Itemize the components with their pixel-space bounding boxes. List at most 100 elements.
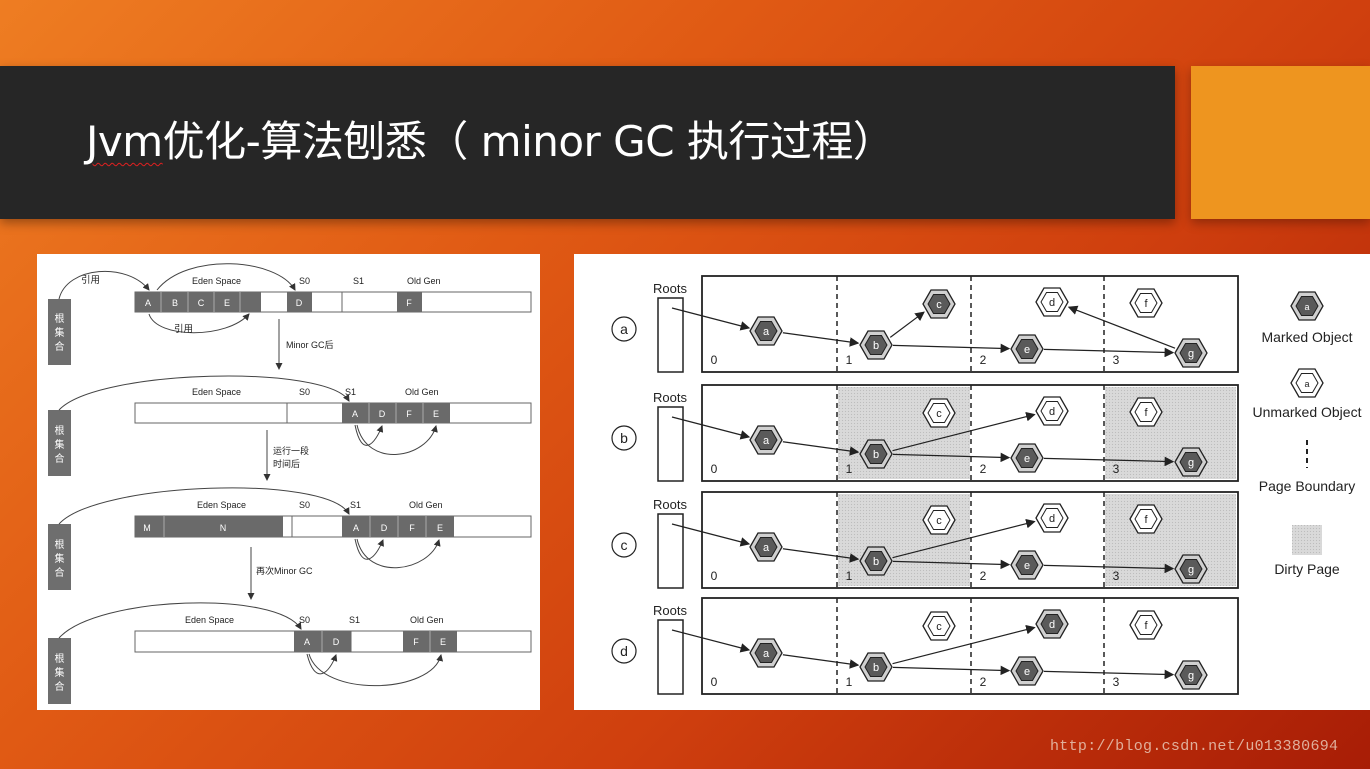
cell: D [379, 409, 386, 419]
page-number: 1 [846, 353, 853, 367]
ref-arrow [354, 424, 384, 446]
eden-label: Eden Space [185, 615, 234, 625]
row-label-circle [611, 638, 637, 664]
node-label: c [936, 408, 942, 420]
edge [671, 416, 751, 440]
roots-box [657, 513, 684, 589]
root-set-box-1 [48, 299, 71, 365]
root-label-char: 根 [55, 312, 65, 325]
root-label-char: 集 [55, 552, 65, 565]
cell: A [145, 298, 151, 308]
edge [892, 518, 1036, 559]
cell: E [224, 298, 230, 308]
edge [782, 548, 860, 563]
ref-arrow [306, 653, 338, 675]
edge [1043, 347, 1175, 358]
page-number: 2 [980, 675, 987, 689]
edge [782, 654, 860, 669]
page-number: 0 [711, 675, 718, 689]
cell: A [352, 409, 358, 419]
dirty-page-1 [838, 387, 970, 479]
node-label: f [1144, 620, 1148, 632]
node-label: f [1144, 298, 1148, 310]
heap-box [701, 597, 1239, 695]
root-label-char: 根 [55, 652, 65, 665]
dirty-page-1 [838, 494, 970, 586]
page-number: 0 [711, 353, 718, 367]
row-label: c [621, 537, 628, 553]
node-label: d [1049, 406, 1055, 418]
node-label: a [763, 435, 770, 447]
cell: F [409, 523, 415, 533]
page-number: 3 [1113, 675, 1120, 689]
legend-boundary-label: Page Boundary [1259, 478, 1356, 494]
row-label-circle [611, 425, 637, 451]
page-number: 1 [846, 569, 853, 583]
row-label: b [620, 430, 628, 446]
cell: F [406, 409, 412, 419]
node-label: c [936, 515, 942, 527]
cell: A [304, 637, 310, 647]
roots-box [657, 297, 684, 373]
node-label: g [1188, 564, 1194, 576]
accent-box [1191, 66, 1370, 219]
row-label-circle [611, 532, 637, 558]
cell: F [413, 637, 419, 647]
root-set-box-2 [48, 410, 71, 476]
transition-label: 再次Minor GC [256, 565, 313, 576]
edge [671, 629, 751, 653]
old-cell-f [397, 292, 422, 312]
legend-marked-label: Marked Object [1261, 329, 1352, 345]
title-rest: 优化-算法刨悉（ minor GC 执行过程） [162, 117, 895, 166]
old-gen-label: Old Gen [407, 276, 441, 286]
ref-label: 引用 [174, 324, 193, 335]
eden-label: Eden Space [197, 500, 246, 510]
cell: E [437, 523, 443, 533]
row-label: a [620, 321, 628, 337]
root-label-char: 合 [55, 452, 65, 465]
node-label: g [1188, 457, 1194, 469]
edge [782, 332, 860, 347]
heap-bar-2 [134, 402, 532, 424]
legend-dirty-icon [1292, 525, 1322, 555]
page-number: 2 [980, 353, 987, 367]
ref-arrow [356, 538, 441, 569]
edge [782, 441, 860, 456]
cell: E [440, 637, 446, 647]
dirty-page-3 [1105, 494, 1236, 586]
heap-box [701, 275, 1239, 373]
cell: D [333, 637, 340, 647]
old-gen-label: Old Gen [409, 500, 443, 510]
node-label: c [936, 621, 942, 633]
edge [1043, 456, 1175, 467]
root-label-char: 合 [55, 680, 65, 693]
root-label-char: 集 [55, 666, 65, 679]
row-label-circle [611, 316, 637, 342]
old-gen-label: Old Gen [410, 615, 444, 625]
edge [892, 624, 1036, 665]
edge [671, 307, 751, 331]
ref-arrow [58, 270, 150, 300]
roots-box [657, 406, 684, 482]
node-label: d [1049, 513, 1055, 525]
node-label: g [1188, 348, 1194, 360]
s0-label: S0 [299, 387, 310, 397]
node-label: b [873, 340, 879, 352]
ref-arrow [354, 538, 384, 560]
transition-label: 运行一段 [273, 445, 309, 456]
root-label-char: 根 [55, 538, 65, 551]
cell: M [143, 523, 151, 533]
slide-title: Jvm优化-算法刨悉（ minor GC 执行过程） [86, 108, 895, 169]
node-label: e [1024, 453, 1030, 465]
node-label: e [1024, 560, 1030, 572]
transition-label: Minor GC后 [286, 340, 334, 350]
root-label-char: 根 [55, 424, 65, 437]
page-number: 0 [711, 462, 718, 476]
ref-arrow [356, 424, 438, 455]
edge [1067, 305, 1176, 349]
eden-filled [135, 516, 283, 537]
title-prefix: Jvm [86, 117, 163, 166]
node-label: a [763, 326, 770, 338]
edge [892, 411, 1036, 452]
